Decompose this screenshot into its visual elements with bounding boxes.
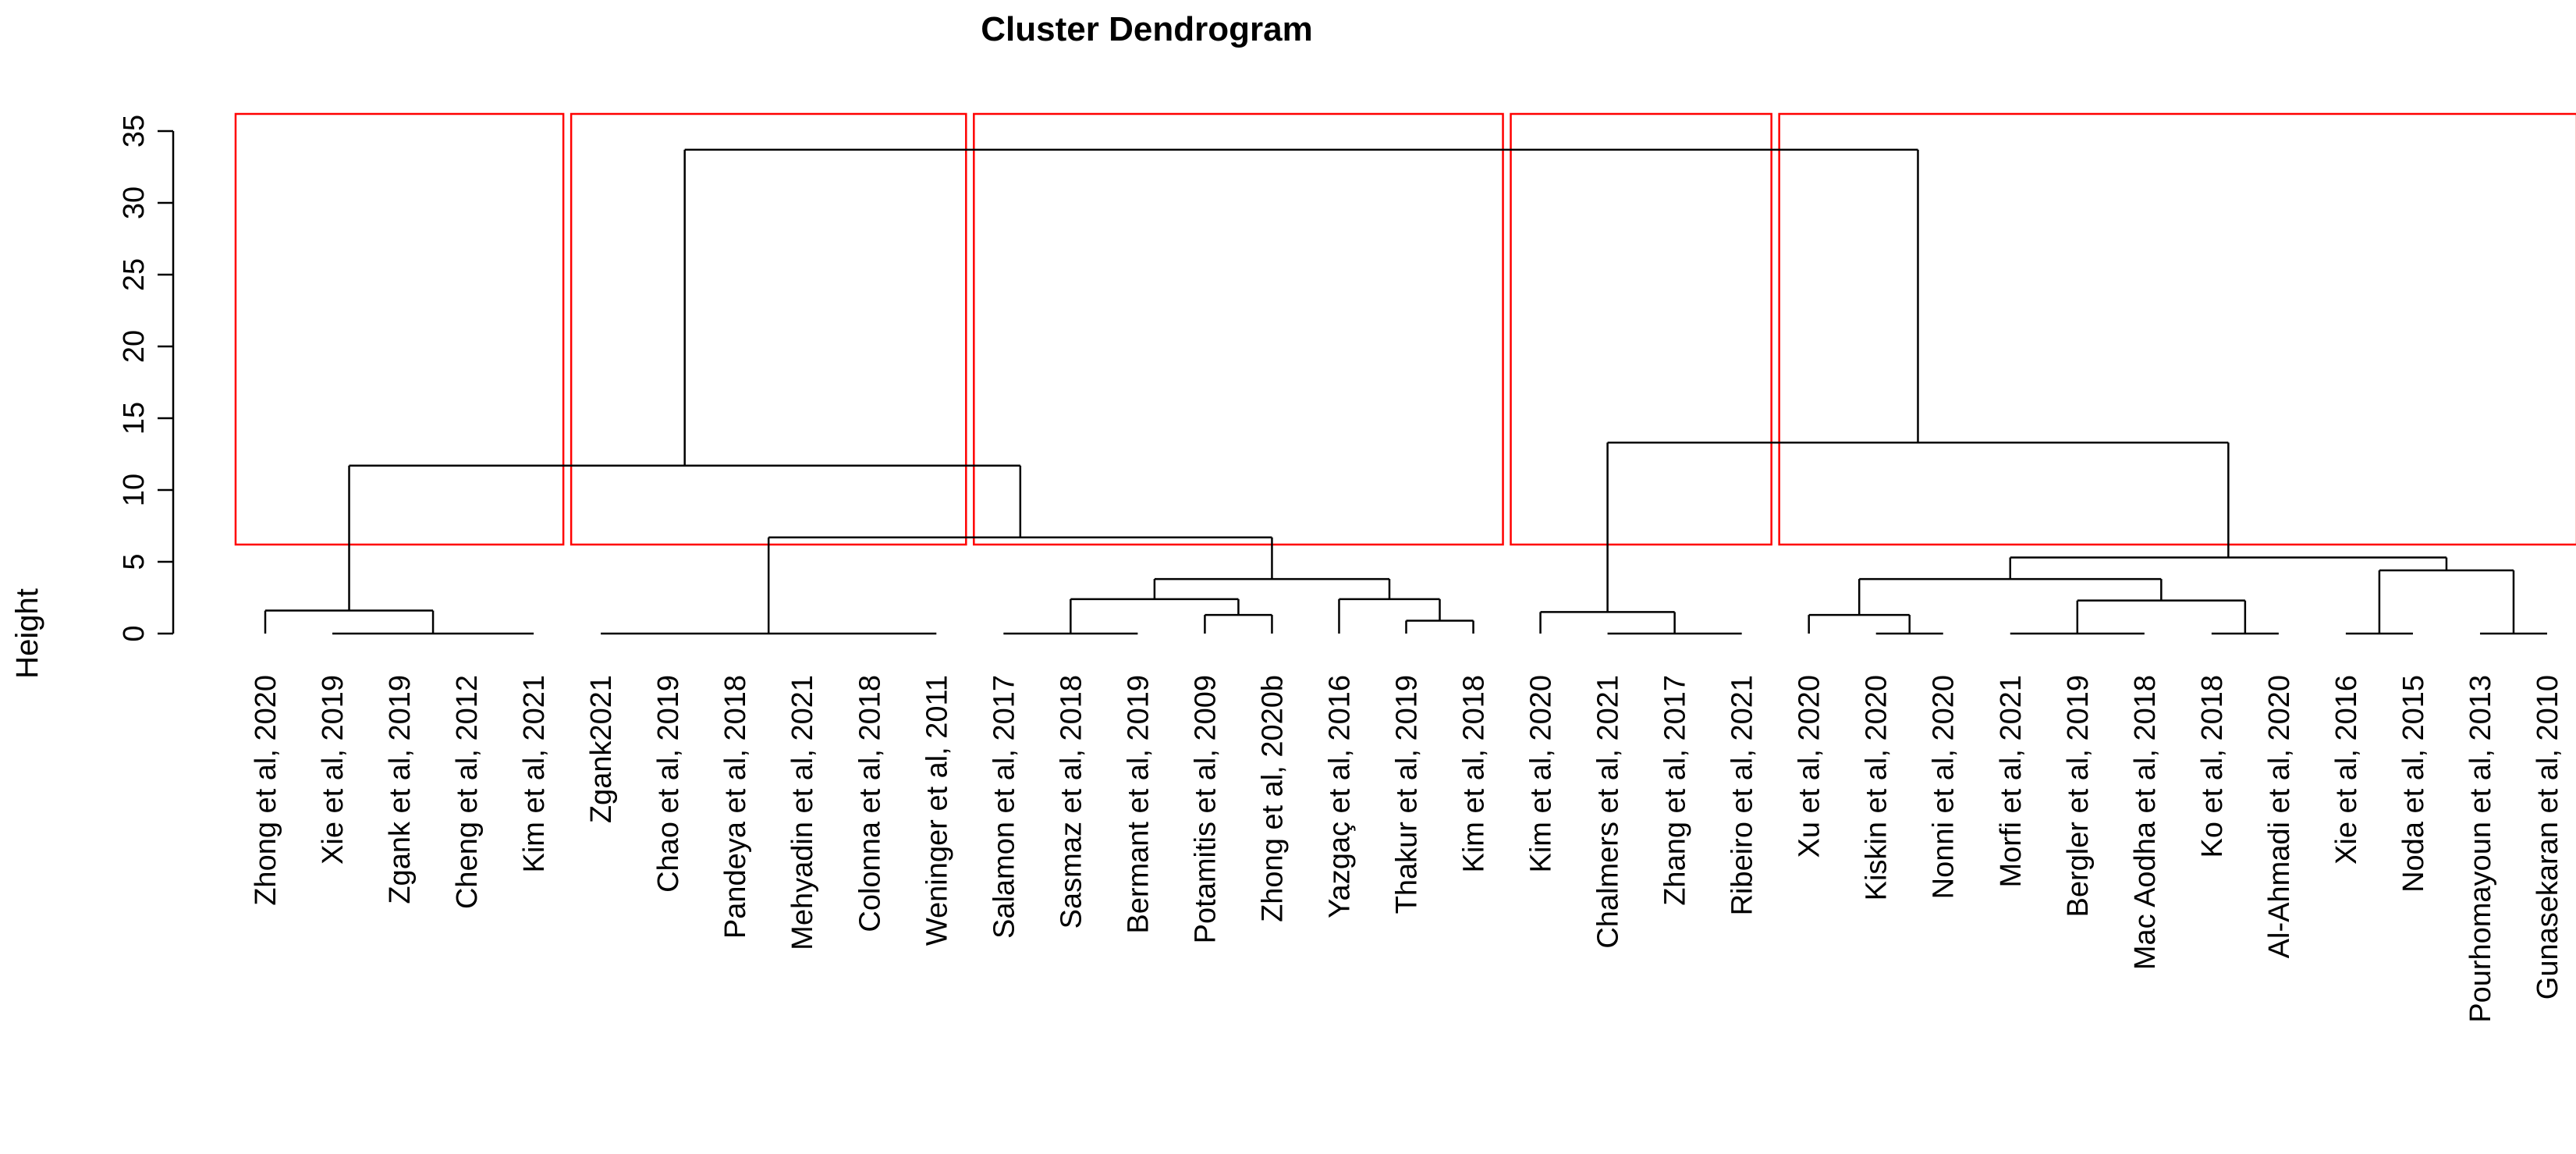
- leaf-label: Pandeya et al, 2018: [719, 675, 752, 939]
- leaf-label: Noda et al, 2015: [2397, 675, 2430, 893]
- leaf-label: Xie et al, 2019: [317, 675, 349, 865]
- y-tick-label: 10: [118, 474, 151, 506]
- leaf-label: Zhong et al, 2020: [250, 675, 282, 906]
- leaf-label: Chalmers et al, 2021: [1592, 675, 1625, 949]
- leaf-label: Zgank et al, 2019: [384, 675, 417, 904]
- leaf-label: Kim et al, 2021: [518, 675, 551, 872]
- leaf-label: Bermant et al, 2019: [1122, 675, 1155, 934]
- y-tick-label: 30: [118, 186, 151, 219]
- cluster-boxes: [234, 112, 2576, 546]
- y-tick-label: 20: [118, 330, 151, 363]
- leaf-label: Bergler et al, 2019: [2062, 675, 2095, 918]
- leaf-label: Zgank2021: [585, 675, 618, 823]
- y-tick-label: 5: [118, 553, 151, 570]
- leaf-label: Morfi et al, 2021: [1995, 675, 2028, 887]
- chart-title: Cluster Dendrogram: [981, 10, 1312, 48]
- leaf-label: Mac Aodha et al, 2018: [2129, 675, 2162, 970]
- leaf-label: Thakur et al, 2019: [1391, 675, 1424, 914]
- leaf-label: Ribeiro et al, 2021: [1726, 675, 1759, 915]
- leaf-label: Weninger et al, 2011: [921, 675, 953, 946]
- leaf-label: Cheng et al, 2012: [451, 675, 484, 909]
- leaf-label: Salamon et al, 2017: [988, 675, 1020, 939]
- leaf-label: Kiskin et al, 2020: [1861, 675, 1893, 900]
- leaf-label: Mehyadin et al, 2021: [786, 675, 819, 950]
- cluster-box: [973, 112, 1504, 546]
- y-axis: 0 5 10 15 20 25 30 35: [118, 115, 175, 642]
- leaf-label: Pourhomayoun et al, 2013: [2464, 675, 2497, 1023]
- cluster-box: [1778, 112, 2576, 546]
- y-tick-label: 35: [118, 115, 151, 147]
- cluster-box: [569, 112, 967, 546]
- leaf-label: Xie et al, 2016: [2330, 675, 2363, 865]
- leaf-label: Zhong et al, 2020b: [1256, 675, 1289, 922]
- leaf-label: Ko et al, 2018: [2196, 675, 2229, 858]
- leaf-label: Zhang et al, 2017: [1659, 675, 1692, 906]
- leaf-label: Yazgaç et al, 2016: [1323, 675, 1356, 918]
- leaf-label: Kim et al, 2018: [1458, 675, 1491, 872]
- leaf-label: Sasmaz et al, 2018: [1055, 675, 1088, 929]
- y-tick-label: 25: [118, 258, 151, 291]
- y-axis-label: Height: [10, 588, 44, 679]
- y-tick-label: 0: [118, 625, 151, 641]
- leaf-label: Nonni et al, 2020: [1928, 675, 1960, 899]
- leaf-label: Chao et al, 2019: [652, 675, 685, 893]
- leaf-labels: Zhong et al, 2020 Xie et al, 2019 Zgank et…: [250, 675, 2564, 1023]
- cluster-box: [234, 112, 565, 546]
- leaf-label: Potamitis et al, 2009: [1189, 675, 1222, 943]
- leaf-label: Gunasekaran et al, 2010: [2532, 675, 2564, 1000]
- leaf-label: Xu et al, 2020: [1794, 675, 1826, 858]
- leaf-label: Kim et al, 2020: [1525, 675, 1558, 872]
- leaf-label: Al-Ahmadi et al, 2020: [2263, 675, 2296, 958]
- cluster-box: [1510, 112, 1772, 546]
- leaf-label: Colonna et al, 2018: [853, 675, 886, 932]
- dendrogram-tree: [264, 148, 2547, 635]
- y-tick-label: 15: [118, 402, 151, 435]
